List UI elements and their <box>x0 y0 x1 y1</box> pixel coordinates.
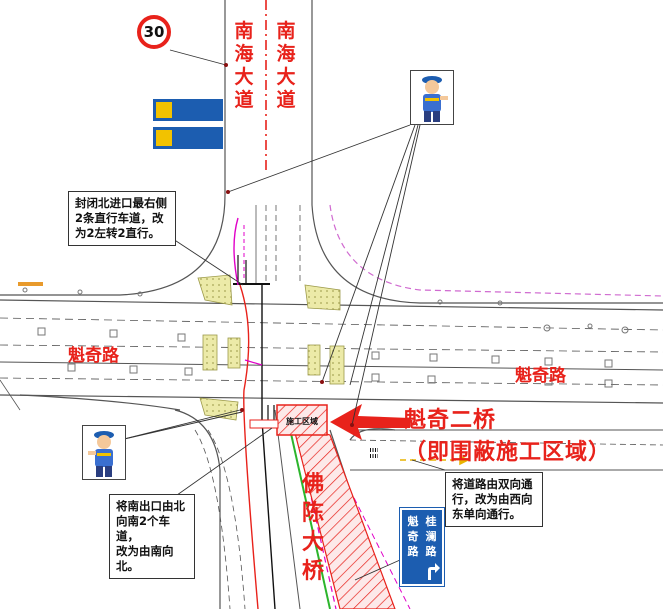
callout-bridge-road: 将道路由双向通 行，改为由西向 东单向通行。 <box>445 472 543 527</box>
north-road-label-left: 南海 大道 <box>234 20 254 111</box>
guide-sign-left-col: 魁 奇 路 <box>407 515 419 558</box>
leader-lines <box>119 49 446 581</box>
east-west-road-label-right: 魁奇路 <box>515 366 566 386</box>
overhead-guide-sign-1 <box>153 99 223 121</box>
north-road <box>224 0 313 285</box>
direction-arrow-icon <box>370 448 470 466</box>
north-entry-lanes <box>233 217 270 286</box>
bridge-pointer-arrow <box>330 404 410 440</box>
road-guide-sign: 魁 奇 路 桂 澜 路 <box>399 507 445 587</box>
overhead-guide-sign-2 <box>153 127 223 149</box>
guide-sign-right-col: 桂 澜 路 <box>425 515 437 558</box>
turn-right-arrow-icon <box>428 563 440 580</box>
median-markers <box>22 287 629 388</box>
intersection-corners <box>0 194 663 609</box>
callout-south-exit: 将南出口由北 向南2个车道， 改为由南向北。 <box>109 494 195 579</box>
bridge-subtitle: （即围蔽施工区域） <box>404 440 612 465</box>
speed-limit-sign-icon: 30 <box>137 15 171 49</box>
callout-north-entry: 封闭北进口最右侧 2条直行车道，改 为2左转2直行。 <box>68 191 176 246</box>
police-officer-icon <box>410 70 454 125</box>
bridge-road-label: 佛陈 大桥 <box>301 472 324 584</box>
traffic-islands <box>197 274 345 421</box>
north-road-label-right: 南海 大道 <box>276 20 296 111</box>
south-exit-lanes <box>194 284 411 609</box>
speed-limit-value: 30 <box>143 23 165 41</box>
east-west-road-label-left: 魁奇路 <box>68 346 119 366</box>
bridge-title: 魁奇二桥 <box>404 408 497 433</box>
police-officer-icon-2 <box>82 425 126 480</box>
barrier-marker <box>18 282 43 286</box>
work-zone-label: 施工区域 <box>286 417 318 426</box>
